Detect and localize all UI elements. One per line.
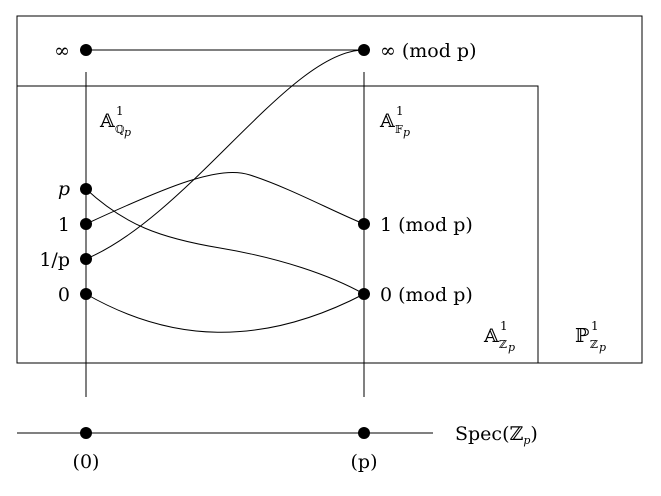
point-generic-inv-p xyxy=(80,253,92,265)
svg-text:p: p xyxy=(124,126,131,139)
svg-text:1: 1 xyxy=(591,319,599,333)
svg-text:p: p xyxy=(508,341,515,354)
affine-line-box xyxy=(16,85,539,364)
point-special-0 xyxy=(358,288,370,300)
curve-0-to-0 xyxy=(85,293,365,333)
label-affine-Qp: 𝔸 1 ℚ p xyxy=(99,104,131,139)
label-infinity-mod-p: ∞ (mod p) xyxy=(380,40,477,62)
svg-text:𝔸: 𝔸 xyxy=(379,110,395,132)
points xyxy=(80,44,370,439)
svg-text:ℙ: ℙ xyxy=(575,325,589,347)
point-base-generic xyxy=(80,427,92,439)
projective-line-box xyxy=(16,15,643,364)
label-0: 0 xyxy=(58,284,70,306)
label-p: p xyxy=(58,178,70,200)
svg-text:1: 1 xyxy=(116,104,124,118)
curve-p-to-0 xyxy=(85,188,365,295)
svg-text:ℤ: ℤ xyxy=(499,338,507,351)
svg-text:1: 1 xyxy=(396,104,404,118)
svg-text:𝔽: 𝔽 xyxy=(395,123,403,136)
svg-text:ℤ: ℤ xyxy=(590,338,598,351)
svg-text:𝔸: 𝔸 xyxy=(483,325,499,347)
label-affine-Zp: 𝔸 1 ℤ p xyxy=(483,319,515,354)
svg-text:p: p xyxy=(403,126,410,139)
point-generic-infinity xyxy=(80,44,92,56)
label-generic-point: (0) xyxy=(73,451,100,473)
label-spec-Zp: Spec(ℤp) xyxy=(455,423,538,447)
point-generic-1 xyxy=(80,218,92,230)
point-generic-0 xyxy=(80,288,92,300)
svg-text:Spec(ℤp): Spec(ℤp) xyxy=(455,423,538,447)
label-projective-Zp: ℙ 1 ℤ p xyxy=(575,319,606,354)
label-1-mod-p: 1 (mod p) xyxy=(380,214,473,236)
curve-1-to-1 xyxy=(85,172,365,225)
svg-text:𝔸: 𝔸 xyxy=(99,110,115,132)
label-0-mod-p: 0 (mod p) xyxy=(380,284,473,306)
curve-inv-p-to-infinity xyxy=(85,49,365,260)
label-inv-p: 1/p xyxy=(39,249,70,271)
point-generic-p xyxy=(80,183,92,195)
point-special-1 xyxy=(358,218,370,230)
svg-text:ℚ: ℚ xyxy=(115,123,125,136)
label-infinity: ∞ xyxy=(54,40,70,62)
svg-text:p: p xyxy=(599,341,606,354)
svg-text:1: 1 xyxy=(500,319,508,333)
point-special-infinity xyxy=(358,44,370,56)
point-base-special xyxy=(358,427,370,439)
label-special-point: (p) xyxy=(351,451,378,473)
label-1: 1 xyxy=(58,214,70,236)
label-affine-Fp: 𝔸 1 𝔽 p xyxy=(379,104,410,139)
